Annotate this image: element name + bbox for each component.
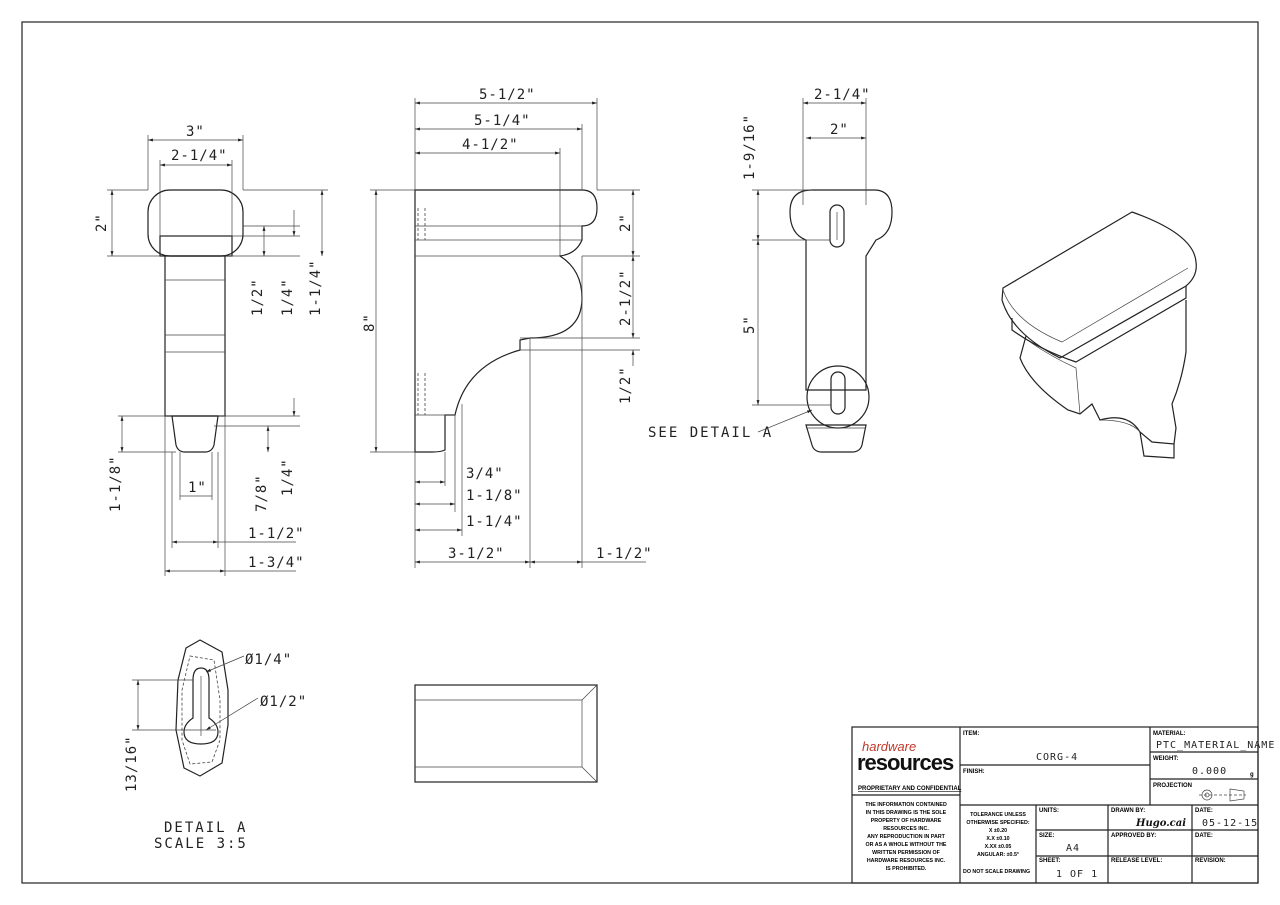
see-detail-a-callout: SEE DETAIL A xyxy=(648,425,773,441)
proprietary-line: OR AS A WHOLE WITHOUT THE xyxy=(866,842,947,848)
side-dim-1: 1" xyxy=(188,480,207,496)
logo-resources: resources xyxy=(857,750,954,775)
tolerance-line: X.XX ±0.05 xyxy=(985,844,1012,850)
front-dim-5-1-2: 5-1/2" xyxy=(479,87,536,103)
side-dim-1-1-8: 1-1/8" xyxy=(108,455,124,512)
front-dim-5-1-4: 5-1/4" xyxy=(474,113,531,129)
detail-dim-dia-1-4: Ø1/4" xyxy=(245,652,292,668)
proprietary-line: IS PROHIBITED. xyxy=(886,866,927,872)
side-dim-1-2: 1/2" xyxy=(250,278,266,316)
drawn-by-value: Hugo.cai xyxy=(1135,818,1186,829)
detail-dim-13-16: 13/16" xyxy=(124,735,140,792)
proprietary-line: PROPERTY OF HARDWARE xyxy=(871,818,942,824)
back-view: 2-1/4" 2" 1-9/16" 5" SEE DETAIL A xyxy=(648,87,893,453)
detail-scale: SCALE 3:5 xyxy=(154,836,248,852)
back-dim-2: 2" xyxy=(830,122,849,138)
tolerance-line: OTHERWISE SPECIFIED: xyxy=(966,820,1029,826)
side-dim-3: 3" xyxy=(186,124,205,140)
detail-a-view: Ø1/4" Ø1/2" 13/16" DETAIL A SCALE 3:5 xyxy=(124,639,307,852)
approved-by-label: APPROVED BY: xyxy=(1111,833,1156,839)
weight-value: 0.000 xyxy=(1192,766,1227,777)
tolerance-line: X.X ±0.10 xyxy=(986,836,1009,842)
tolerance-line: TOLERANCE UNLESS xyxy=(970,812,1026,818)
date-label-2: DATE: xyxy=(1195,833,1213,839)
sheet-border xyxy=(21,21,1259,884)
date-value: 05-12-15 xyxy=(1202,818,1258,829)
front-dim-2-1-2: 2-1/2" xyxy=(618,269,634,326)
front-dim-1-1-8: 1-1/8" xyxy=(466,488,523,504)
keyhole-top xyxy=(829,204,845,248)
side-dim-1-4-top: 1/4" xyxy=(280,278,296,316)
weight-unit: g xyxy=(1250,772,1254,778)
isometric-view xyxy=(1001,211,1197,459)
front-dim-2: 2" xyxy=(618,213,634,232)
proprietary-line: HARDWARE RESOURCES INC. xyxy=(867,858,946,864)
sheet-label: SHEET: xyxy=(1039,858,1060,864)
proprietary-heading: PROPRIETARY AND CONFIDENTIAL xyxy=(858,786,962,792)
side-view: 3" 2-1/4" 2" 1/2" 1/4" 1-1/4" 1-1/8" 1" xyxy=(94,124,328,576)
size-value: A4 xyxy=(1066,843,1080,854)
side-dim-2-1-4: 2-1/4" xyxy=(171,148,228,164)
do-not-scale: DO NOT SCALE DRAWING xyxy=(963,869,1030,875)
drawn-by-label: DRAWN BY: xyxy=(1111,808,1145,814)
side-dim-1-1-2: 1-1/2" xyxy=(248,526,305,542)
side-dim-1-3-4: 1-3/4" xyxy=(248,555,305,571)
front-dim-1-1-2: 1-1/2" xyxy=(596,546,653,562)
top-view xyxy=(414,684,598,783)
front-view: 5-1/2" 5-1/4" 4-1/2" 8" 2" 2-1/2" 1/2" 3… xyxy=(362,87,653,568)
proprietary-line: ANY REPRODUCTION IN PART xyxy=(867,834,946,840)
front-dim-1-2: 1/2" xyxy=(618,366,634,404)
weight-label: WEIGHT: xyxy=(1153,756,1178,762)
units-label: UNITS: xyxy=(1039,808,1059,814)
size-label: SIZE: xyxy=(1039,833,1054,839)
detail-a-circle xyxy=(806,365,870,429)
tolerance-line: ANGULAR: ±0.5° xyxy=(977,852,1019,858)
proprietary-line: IN THIS DRAWING IS THE SOLE xyxy=(866,810,947,816)
logo-hardware: hardware xyxy=(862,739,916,754)
release-label: RELEASE LEVEL: xyxy=(1111,858,1162,864)
front-dim-1-1-4: 1-1/4" xyxy=(466,514,523,530)
title-block: hardware resources PROPRIETARY AND CONFI… xyxy=(851,726,1275,884)
detail-title: DETAIL A xyxy=(164,820,247,836)
detail-dim-dia-1-2: Ø1/2" xyxy=(260,694,307,710)
item-value: CORG-4 xyxy=(1036,752,1078,763)
front-dim-3-4: 3/4" xyxy=(466,466,504,482)
back-dim-1-9-16: 1-9/16" xyxy=(742,114,758,180)
projection-label: PROJECTION xyxy=(1153,783,1192,789)
material-label: MATERIAL: xyxy=(1153,731,1186,737)
item-label: ITEM: xyxy=(963,731,979,737)
front-dim-8: 8" xyxy=(362,313,378,332)
front-dim-3-1-2: 3-1/2" xyxy=(448,546,505,562)
proprietary-line: RESOURCES INC. xyxy=(883,826,929,832)
proprietary-line: THE INFORMATION CONTAINED xyxy=(865,802,947,808)
back-dim-5: 5" xyxy=(742,315,758,334)
date-label: DATE: xyxy=(1195,808,1213,814)
revision-label: REVISION: xyxy=(1195,858,1226,864)
sheet-value: 1 OF 1 xyxy=(1056,869,1098,880)
side-dim-1-1-4: 1-1/4" xyxy=(308,259,324,316)
finish-label: FINISH: xyxy=(963,769,985,775)
back-dim-2-1-4: 2-1/4" xyxy=(814,87,871,103)
keyhole-bottom xyxy=(830,371,846,415)
proprietary-line: WRITTEN PERMISSION OF xyxy=(872,850,940,856)
front-dim-4-1-2: 4-1/2" xyxy=(462,137,519,153)
side-dim-1-4-bottom: 1/4" xyxy=(280,458,296,496)
tolerance-line: X ±0.20 xyxy=(989,828,1007,834)
projection-symbol-icon xyxy=(1199,788,1246,802)
side-dim-7-8: 7/8" xyxy=(254,474,270,512)
side-dim-2: 2" xyxy=(94,213,110,232)
material-value: PTC_MATERIAL_NAME xyxy=(1156,740,1275,751)
